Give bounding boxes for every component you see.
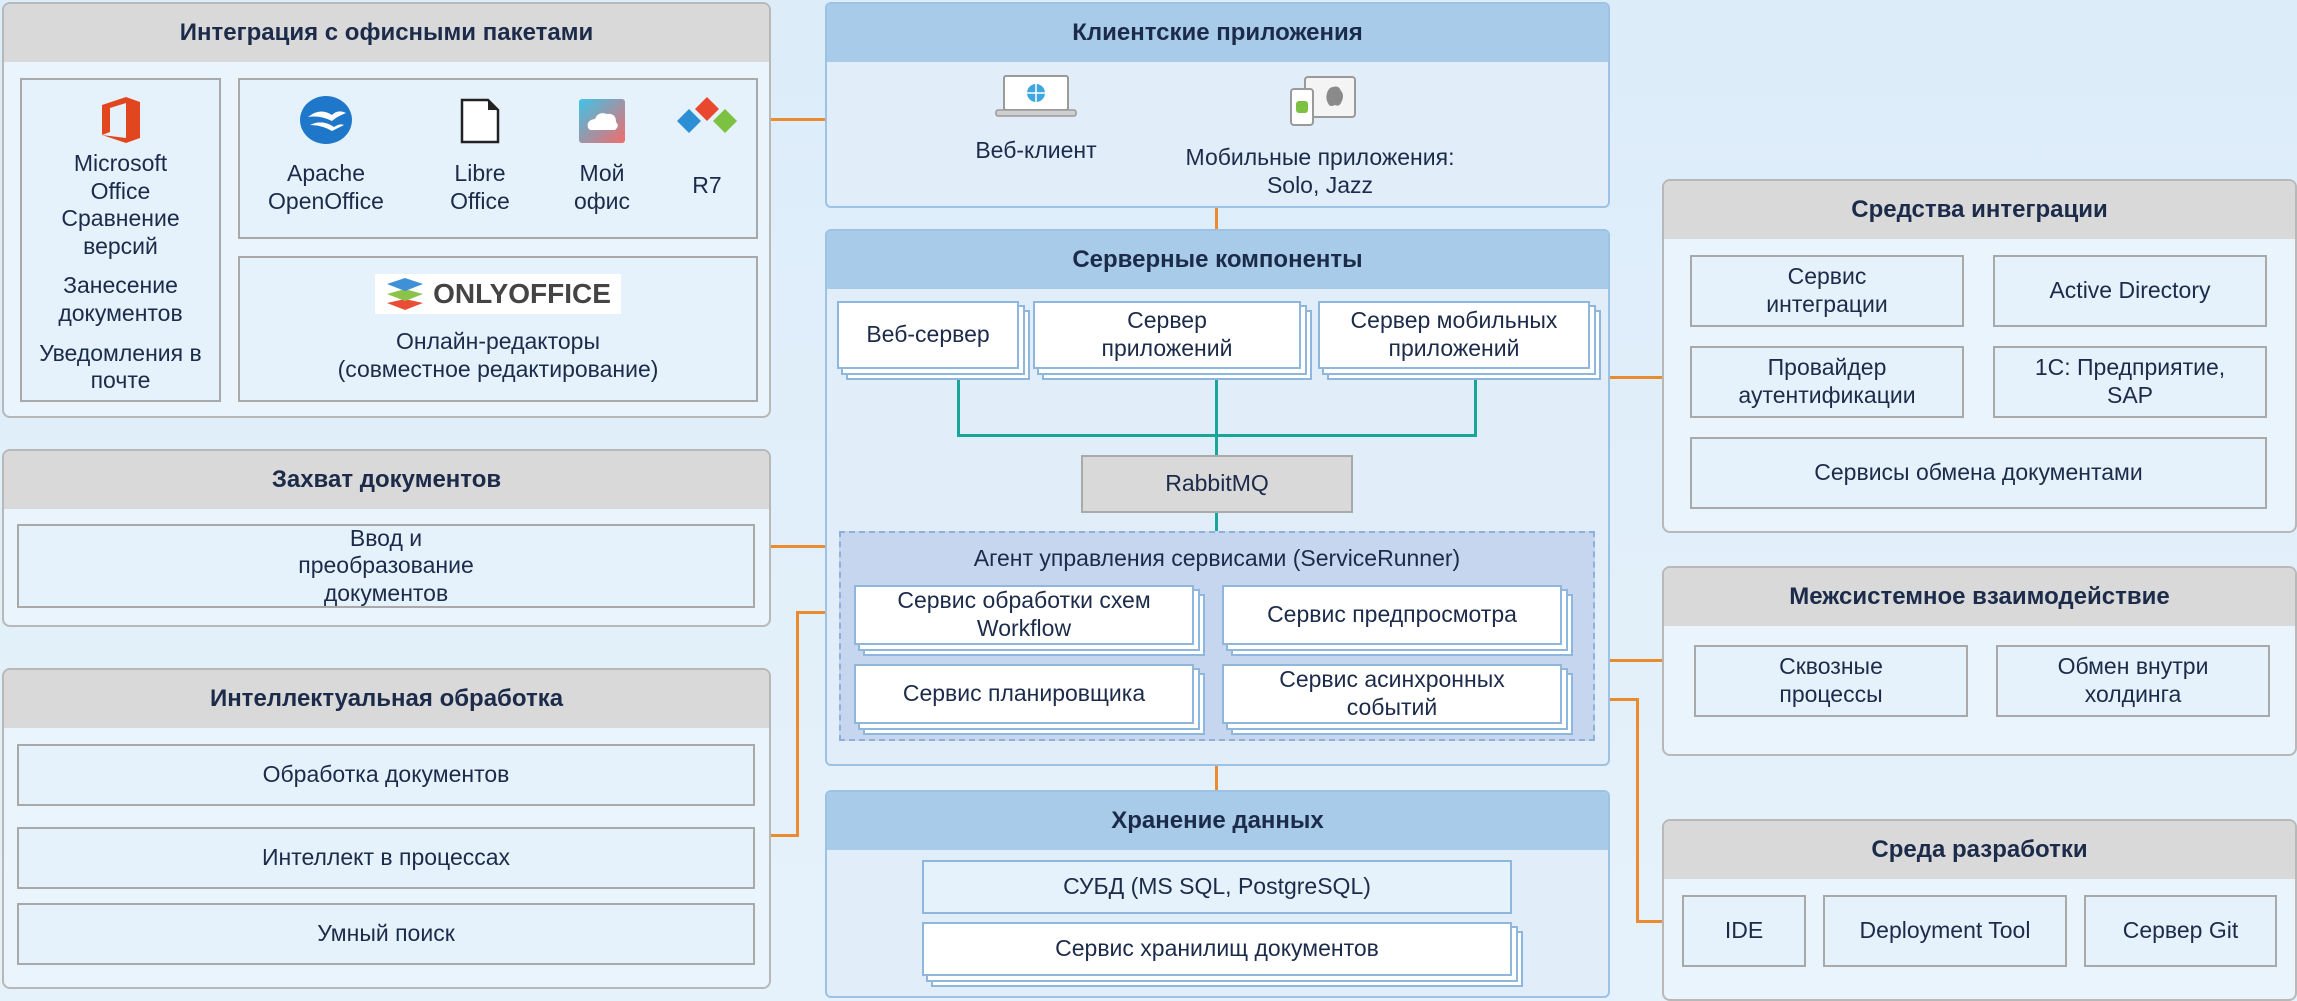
intelligent-item-smart-search: Умный поиск <box>17 903 755 965</box>
connector-devenv-h1 <box>1608 698 1638 701</box>
ms-office-label: Microsoft Office <box>73 150 168 204</box>
connector-office-clients <box>770 118 826 121</box>
deployment-tool-box: Deployment Tool <box>1823 895 2067 967</box>
scheduler-service-box: Сервис планировщика <box>854 664 1194 724</box>
connector-intelligent-server-h1 <box>770 834 798 837</box>
web-client-label: Веб-клиент <box>975 137 1097 163</box>
suite-label-libre: Libre Office <box>450 160 510 214</box>
intelligent-item-process-ai: Интеллект в процессах <box>17 827 755 889</box>
mobile-apps-label: Мобильные приложения: Solo, Jazz <box>1185 144 1455 198</box>
office-integration-title: Интеграция с офисными пакетами <box>4 4 769 62</box>
connector-server-integration <box>1608 376 1664 379</box>
connector-devenv-h2 <box>1636 920 1664 923</box>
document-entry-label: Занесение документов <box>58 272 183 326</box>
connector-server-storage <box>1215 764 1218 792</box>
r7-icon <box>677 97 737 133</box>
git-server-box: Сервер Git <box>2084 895 2277 967</box>
auth-provider-box: Провайдер аутентификации <box>1690 346 1964 418</box>
integration-tools-title: Средства интеграции <box>1664 181 2295 239</box>
dev-environment-title: Среда разработки <box>1664 821 2295 879</box>
connector-devenv-v <box>1636 698 1639 923</box>
myoffice-icon <box>579 99 625 143</box>
server-components-title: Серверные компоненты <box>827 231 1608 289</box>
connector-capture-server <box>770 545 826 548</box>
mobile-server-box: Сервер мобильных приложений <box>1318 301 1590 369</box>
intersystem-title: Межсистемное взаимодействие <box>1664 568 2295 626</box>
connector-clients-server <box>1215 206 1218 232</box>
suite-label-r7: R7 <box>692 172 722 198</box>
onlyoffice-logo: ONLYOFFICE <box>375 274 621 314</box>
capture-input-box: Ввод и преобразование документов <box>17 524 755 608</box>
ms-office-icon <box>101 97 140 143</box>
mobile-devices-icon <box>1290 76 1356 126</box>
bus-mobile-server <box>1474 372 1477 436</box>
client-apps-panel: Клиентские приложения <box>825 2 1610 208</box>
client-apps-title: Клиентские приложения <box>827 4 1608 62</box>
bus-rabbit-agent <box>1215 512 1218 533</box>
document-storage-box: Сервис хранилищ документов <box>922 922 1512 976</box>
preview-service-box: Сервис предпросмотра <box>1222 585 1562 645</box>
laptop-icon <box>995 75 1077 117</box>
app-server-box: Сервер приложений <box>1033 301 1301 369</box>
bus-to-rabbit <box>1215 434 1218 456</box>
mail-notify-label: Уведомления в почте <box>39 339 202 394</box>
intelligent-title: Интеллектуальная обработка <box>4 670 769 728</box>
onlyoffice-logo-text: ONLYOFFICE <box>433 278 611 310</box>
onec-sap-box: 1С: Предприятие, SAP <box>1993 346 2267 418</box>
suite-label-apache: Apache OpenOffice <box>268 160 384 214</box>
compare-versions-label: Сравнение версий <box>61 205 180 259</box>
data-storage-title: Хранение данных <box>827 792 1608 850</box>
connector-server-intersystem <box>1608 659 1664 662</box>
onlyoffice-layers-icon <box>387 278 424 310</box>
async-events-service-box: Сервис асинхронных событий <box>1222 664 1562 724</box>
intelligent-item-doc-processing: Обработка документов <box>17 744 755 806</box>
web-server-box: Веб-сервер <box>837 301 1019 369</box>
end-to-end-box: Сквозные процессы <box>1694 645 1968 717</box>
ms-office-box: Microsoft Office Сравнение версий Занесе… <box>20 78 221 402</box>
bus-app-server <box>1215 372 1218 436</box>
libreoffice-icon <box>460 98 500 144</box>
integration-service-box: Сервис интеграции <box>1690 255 1964 327</box>
dbms-box: СУБД (MS SQL, PostgreSQL) <box>922 860 1512 914</box>
document-exchange-box: Сервисы обмена документами <box>1690 437 2267 509</box>
service-runner-label: Агент управления сервисами (ServiceRunne… <box>973 545 1461 571</box>
capture-title: Захват документов <box>4 451 769 509</box>
ide-box: IDE <box>1682 895 1806 967</box>
office-suites-box <box>238 78 758 239</box>
connector-intelligent-server-h2 <box>796 611 826 614</box>
suite-label-myoffice: Мой офис <box>573 160 631 214</box>
workflow-service-box: Сервис обработки схем Workflow <box>854 585 1194 645</box>
rabbitmq-box: RabbitMQ <box>1081 455 1353 513</box>
bus-web-server <box>957 372 960 436</box>
connector-intelligent-server-v <box>796 611 799 837</box>
active-directory-box: Active Directory <box>1993 255 2267 327</box>
online-editors-label: Онлайн-редакторы (совместное редактирова… <box>337 328 659 382</box>
onlyoffice-box: ONLYOFFICE Онлайн-редакторы (совместное … <box>238 256 758 402</box>
holding-exchange-box: Обмен внутри холдинга <box>1996 645 2270 717</box>
apache-openoffice-icon <box>300 96 352 144</box>
